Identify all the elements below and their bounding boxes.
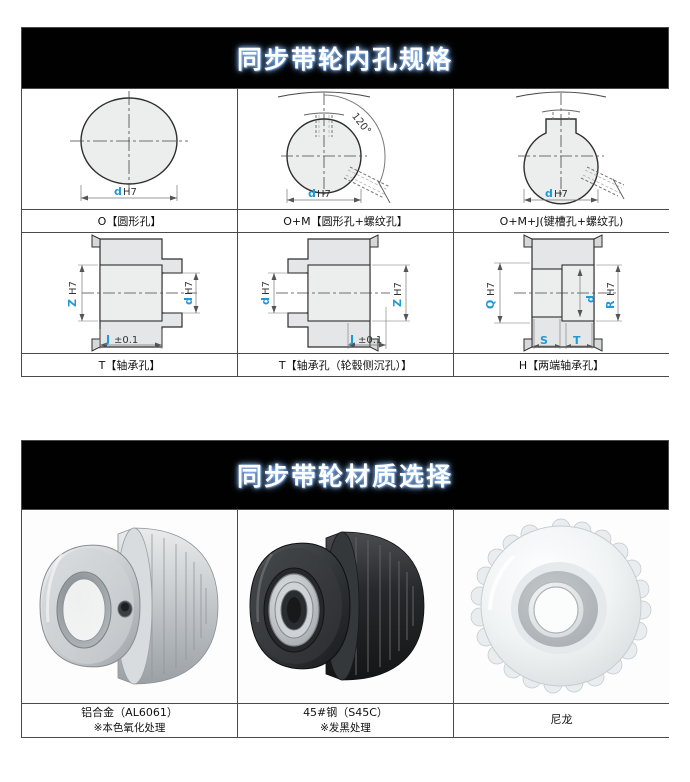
nylon-pulley-photo (454, 510, 669, 703)
dim-d-label: d (114, 185, 122, 198)
material-spec-header: 同步带轮材质选择 (22, 441, 668, 510)
dim-j-tol-label: ±0.1 (114, 335, 138, 346)
bore-caption-bearing: T【轴承孔】 (22, 353, 237, 376)
aluminum-pulley-photo (22, 510, 237, 703)
dim-fit-label: H7 (123, 187, 137, 198)
dim-j-label: J (349, 333, 354, 346)
dim-d-label: d (308, 187, 316, 200)
dim-d-fit-label: H7 (261, 281, 272, 295)
bore-spec-title: 同步带轮内孔规格 (236, 45, 453, 74)
bore-cell-bearing: Z H7 d H7 J (22, 233, 237, 376)
material-caption-nylon: 尼龙 (454, 703, 669, 737)
dim-z-label: Z (66, 299, 79, 307)
material-spec-table: 同步带轮材质选择 (21, 440, 669, 738)
dim-z-fit-label: H7 (68, 281, 79, 295)
dim-r-label: R (604, 300, 617, 309)
material-note-aluminum: ※本色氧化处理 (93, 721, 166, 734)
bore-caption-bearing-hub: T【轴承孔（轮毂侧沉孔）】 (238, 353, 453, 376)
bore-caption-double-bearing: H【两端轴承孔】 (454, 353, 669, 376)
bore-spec-row-2: Z H7 d H7 J (22, 232, 669, 376)
dim-z-fit-label: H7 (393, 282, 404, 296)
material-caption-aluminum: 铝合金（AL6061） ※本色氧化处理 (22, 703, 237, 737)
dim-j-tol-label: ±0.1 (358, 335, 382, 346)
dim-q-fit-label: H7 (486, 282, 497, 296)
material-name-aluminum: 铝合金（AL6061） (81, 705, 178, 719)
dim-d-label: d (545, 187, 553, 200)
material-cell-aluminum: 铝合金（AL6061） ※本色氧化处理 (22, 510, 237, 737)
bore-spec-table: 同步带轮内孔规格 d H7 (21, 27, 669, 377)
dim-j-label: J (105, 333, 110, 346)
dim-d-label: d (259, 297, 272, 305)
bore-cell-bearing-hub: d H7 Z H7 J (237, 233, 453, 376)
bearing-bore-hub-counterbore-section-drawing: d H7 Z H7 J (238, 233, 453, 353)
bore-cell-round-tap: 120° d H7 O+M【圆形孔+螺纹孔】 (237, 89, 453, 232)
material-caption-steel: 45#钢（S45C） ※发黑处理 (238, 703, 453, 737)
bore-caption-round: O【圆形孔】 (22, 209, 237, 232)
dim-r-fit-label: H7 (606, 282, 617, 296)
dim-s-label: S (540, 334, 548, 347)
dim-t-label: T (573, 334, 581, 347)
steel-pulley-photo (238, 510, 453, 703)
dim-fit-label: H7 (317, 189, 331, 200)
bore-caption-keyway-tap: O+M+J(键槽孔+螺纹孔) (454, 209, 669, 232)
double-end-bearing-bore-section-drawing: Q H7 d R H7 (454, 233, 669, 353)
material-name-steel: 45#钢（S45C） (303, 705, 388, 719)
dim-q-label: Q (484, 300, 497, 309)
bearing-bore-section-drawing: Z H7 d H7 J (22, 233, 237, 353)
bore-spec-row-1: d H7 O【圆形孔】 (22, 89, 669, 232)
dim-z-label: Z (391, 299, 404, 307)
material-cell-steel: 45#钢（S45C） ※发黑处理 (237, 510, 453, 737)
round-bore-with-tap-drawing: 120° d H7 (238, 89, 453, 209)
bore-cell-keyway-tap: d H7 O+M+J(键槽孔+螺纹孔) (453, 89, 669, 232)
bore-spec-header: 同步带轮内孔规格 (22, 28, 668, 89)
material-row: 铝合金（AL6061） ※本色氧化处理 (22, 510, 669, 737)
dim-fit-label: H7 (554, 189, 568, 200)
bore-caption-round-tap: O+M【圆形孔+螺纹孔】 (238, 209, 453, 232)
material-cell-nylon: 尼龙 (453, 510, 669, 737)
bore-cell-round: d H7 O【圆形孔】 (22, 89, 237, 232)
round-bore-drawing: d H7 (22, 89, 237, 209)
keyway-bore-with-tap-drawing: d H7 (454, 89, 669, 209)
material-note-steel: ※发黑处理 (320, 721, 371, 734)
dim-d-fit-label: H7 (184, 281, 195, 295)
dim-d-label: d (182, 297, 195, 305)
material-spec-title: 同步带轮材质选择 (236, 462, 453, 491)
material-name-nylon: 尼龙 (550, 713, 573, 727)
bore-cell-double-bearing: Q H7 d R H7 (453, 233, 669, 376)
dim-d-label: d (584, 295, 597, 303)
